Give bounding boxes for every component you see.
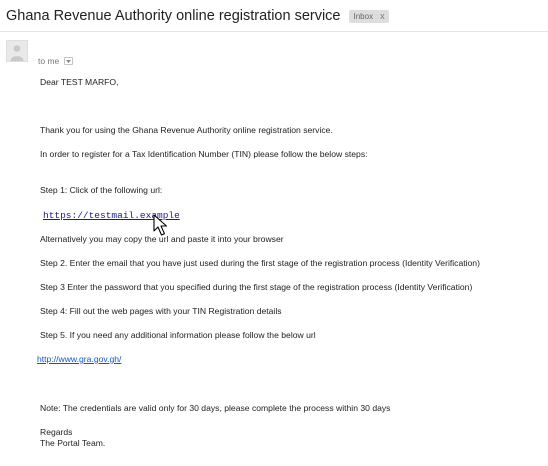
email-subject: Ghana Revenue Authority online registrat… <box>6 8 341 24</box>
inbox-label[interactable]: Inbox x <box>348 9 389 23</box>
regards-text: Regards <box>40 427 73 437</box>
recipient-row: to me <box>38 56 74 66</box>
intro-paragraph: In order to register for a Tax Identific… <box>40 149 368 159</box>
step-1: Step 1: Click of the following url: <box>40 185 163 195</box>
signature-text: The Portal Team. <box>40 438 106 448</box>
registration-link[interactable]: https://testmail.example <box>43 210 180 221</box>
thanks-paragraph: Thank you for using the Ghana Revenue Au… <box>40 125 333 135</box>
alternatively-paragraph: Alternatively you may copy the url and p… <box>40 234 284 244</box>
step-5: Step 5. If you need any additional infor… <box>40 330 316 340</box>
mouse-pointer-icon <box>153 214 168 236</box>
chevron-down-icon[interactable] <box>64 57 74 65</box>
person-icon <box>6 40 28 62</box>
note-paragraph: Note: The credentials are valid only for… <box>40 403 391 413</box>
step-4: Step 4: Fill out the web pages with your… <box>40 306 282 316</box>
step-2: Step 2. Enter the email that you have ju… <box>40 258 480 268</box>
gra-website-link[interactable]: http://www.gra.gov.gh/ <box>37 354 122 364</box>
recipient-text: to me <box>38 56 60 66</box>
remove-label-icon[interactable]: x <box>380 10 385 21</box>
header-divider <box>0 31 548 32</box>
subject-row: Ghana Revenue Authority online registrat… <box>6 8 389 24</box>
greeting: Dear TEST MARFO, <box>40 77 119 87</box>
inbox-label-text: Inbox <box>353 11 374 21</box>
step-3: Step 3 Enter the password that you speci… <box>40 282 473 292</box>
